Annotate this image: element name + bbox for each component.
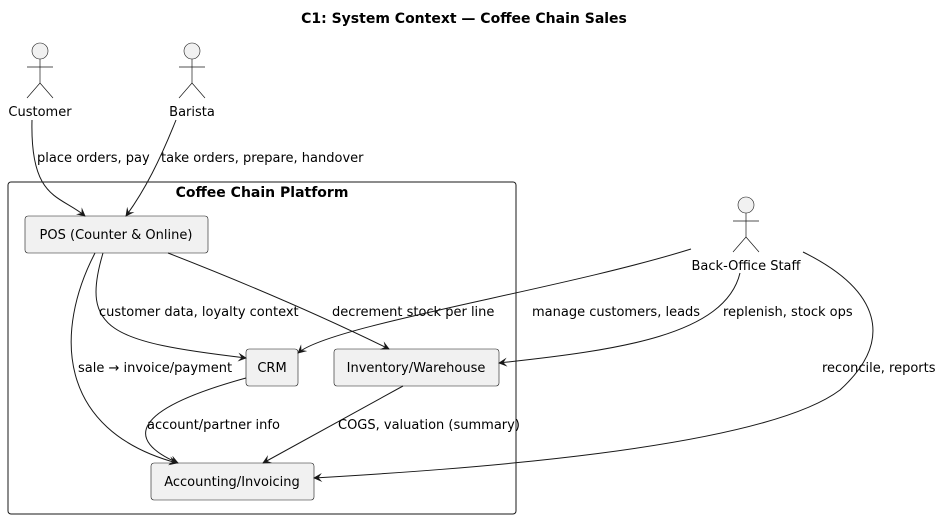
node-inventory-warehouse[interactable]: Inventory/Warehouse <box>333 348 500 387</box>
person-icon <box>732 196 760 253</box>
node-pos[interactable]: POS (Counter & Online) <box>24 215 209 254</box>
edge-barista-pos: take orders, prepare, handover <box>125 119 364 217</box>
edge-label: COGS, valuation (summary) <box>338 418 520 433</box>
edge-pos-crm: customer data, loyalty context <box>95 252 299 362</box>
node-label: CRM <box>257 361 286 376</box>
edge-label: customer data, loyalty context <box>99 305 299 320</box>
edge-backoffice-crm: manage customers, leads <box>297 248 700 354</box>
edge-label: decrement stock per line <box>332 305 494 320</box>
person-icon <box>26 42 54 99</box>
actor-label: Back-Office Staff <box>692 259 802 274</box>
edge-pos-inventory: decrement stock per line <box>167 252 494 350</box>
node-label: Inventory/Warehouse <box>347 361 486 376</box>
edge-inventory-accounting: COGS, valuation (summary) <box>262 385 520 464</box>
edge-label: manage customers, leads <box>532 305 700 320</box>
edge-pos-accounting: sale → invoice/payment <box>70 252 232 466</box>
edge-label: take orders, prepare, handover <box>161 151 364 166</box>
edge-label: replenish, stock ops <box>723 305 853 320</box>
edge-label: sale → invoice/payment <box>78 361 232 376</box>
boundary-title: Coffee Chain Platform <box>176 185 349 201</box>
node-crm[interactable]: CRM <box>245 348 299 387</box>
edge-customer-pos: place orders, pay <box>31 119 150 217</box>
node-accounting-invoicing[interactable]: Accounting/Invoicing <box>150 462 315 501</box>
system-boundary: Coffee Chain Platform <box>7 181 517 515</box>
actor-barista[interactable]: Barista <box>169 42 215 120</box>
person-icon <box>178 42 206 99</box>
node-label: POS (Counter & Online) <box>40 228 193 243</box>
edge-label: account/partner info <box>147 418 280 433</box>
actor-label: Customer <box>8 105 72 120</box>
edge-label: place orders, pay <box>37 151 150 166</box>
actor-label: Barista <box>169 105 215 120</box>
edge-backoffice-inventory: replenish, stock ops <box>498 272 853 367</box>
node-label: Accounting/Invoicing <box>164 475 300 490</box>
edge-backoffice-accounting: reconcile, reports <box>313 251 936 483</box>
actor-customer[interactable]: Customer <box>8 42 72 120</box>
actor-back-office-staff[interactable]: Back-Office Staff <box>692 196 802 274</box>
edge-crm-accounting: account/partner info <box>145 377 280 464</box>
edge-label: reconcile, reports <box>822 361 936 376</box>
diagram-title: C1: System Context — Coffee Chain Sales <box>301 11 627 27</box>
